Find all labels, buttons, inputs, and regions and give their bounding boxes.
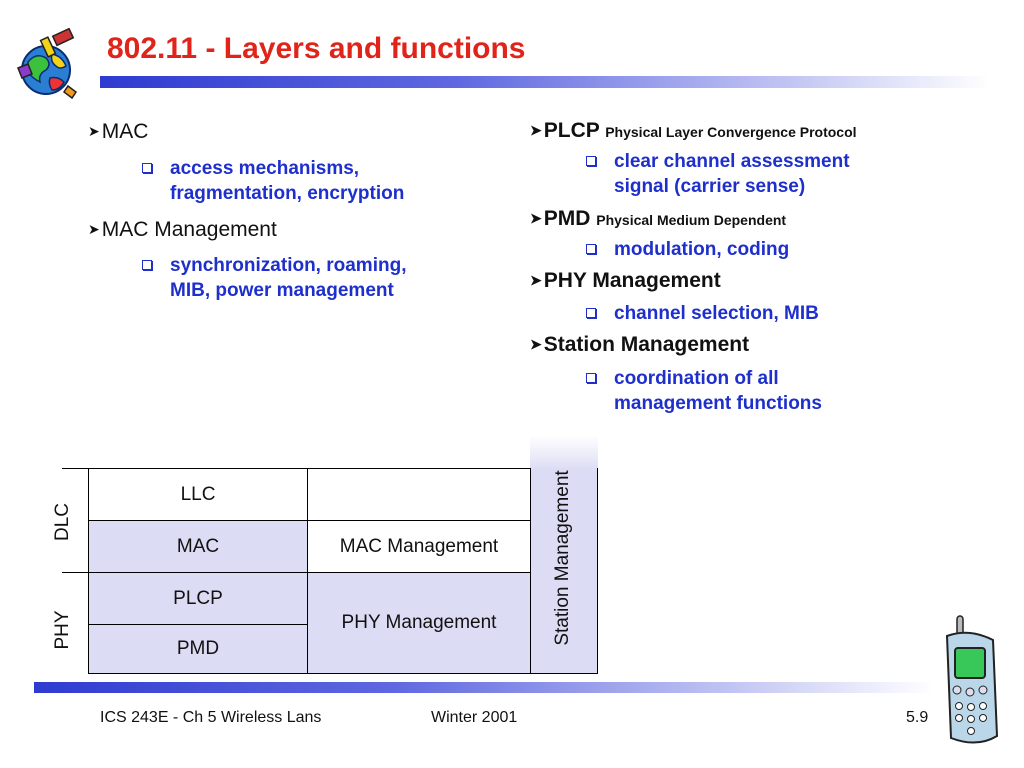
footer-page-number: 5.9 xyxy=(906,709,929,726)
footer-course: ICS 243E - Ch 5 Wireless Lans xyxy=(100,709,322,726)
llc-cell: LLC xyxy=(88,468,308,521)
phy-separator-line xyxy=(62,572,88,573)
bullet-label: PLCP xyxy=(543,119,600,142)
bullet-mac: ➤MAC xyxy=(88,120,148,144)
dlc-separator-line xyxy=(62,468,88,469)
sub-bullet-text: access mechanisms, fragmentation, encryp… xyxy=(170,158,405,204)
station-management-cell xyxy=(530,468,598,674)
bullet-plcp: ➤PLCP Physical Layer Convergence Protoco… xyxy=(530,119,857,143)
hollow-square-bullet-icon xyxy=(586,244,596,254)
bullet-station-management: ➤Station Management xyxy=(530,333,749,357)
bullet-suffix: Physical Medium Dependent xyxy=(596,212,787,228)
footer-rule xyxy=(34,682,934,693)
dlc-label: DLC xyxy=(52,503,73,542)
mac-cell: MAC xyxy=(88,520,308,573)
slide-title: 802.11 - Layers and functions xyxy=(107,32,526,65)
title-rule xyxy=(100,76,990,88)
arrowhead-bullet-icon: ➤ xyxy=(530,210,542,226)
sub-bullet-pmd: modulation, coding xyxy=(586,237,790,262)
bullet-pmd: ➤PMD Physical Medium Dependent xyxy=(530,207,786,231)
sub-bullet-station-management: coordination of all management functions xyxy=(586,366,822,416)
mobile-phone-icon xyxy=(935,614,1005,750)
arrowhead-bullet-icon: ➤ xyxy=(530,336,542,352)
arrowhead-bullet-icon: ➤ xyxy=(530,272,542,288)
empty-top-cell xyxy=(307,468,531,521)
arrowhead-bullet-icon: ➤ xyxy=(88,221,100,237)
hollow-square-bullet-icon xyxy=(142,163,152,173)
bullet-label: PHY Management xyxy=(543,269,721,292)
sub-bullet-text: channel selection, MIB xyxy=(614,303,819,324)
sub-bullet-phy-management: channel selection, MIB xyxy=(586,301,819,326)
sub-bullet-text: clear channel assessment signal (carrier… xyxy=(614,151,850,197)
sub-bullet-mac-management: synchronization, roaming, MIB, power man… xyxy=(142,253,407,303)
hollow-square-bullet-icon xyxy=(142,260,152,270)
sub-bullet-text: modulation, coding xyxy=(614,239,790,260)
arrowhead-bullet-icon: ➤ xyxy=(88,123,100,139)
sub-bullet-text: synchronization, roaming, MIB, power man… xyxy=(170,255,407,301)
sub-bullet-mac: access mechanisms, fragmentation, encryp… xyxy=(142,156,405,206)
bullet-label: Station Management xyxy=(543,333,750,356)
hollow-square-bullet-icon xyxy=(586,308,596,318)
bullet-phy-management: ➤PHY Management xyxy=(530,269,721,293)
phy-label: PHY xyxy=(52,610,73,650)
footer-term: Winter 2001 xyxy=(431,709,518,726)
arrowhead-bullet-icon: ➤ xyxy=(530,122,542,138)
plcp-cell: PLCP xyxy=(88,572,308,625)
sub-bullet-text: coordination of all management functions xyxy=(614,368,822,414)
hollow-square-bullet-icon xyxy=(586,156,596,166)
bullet-label: MAC xyxy=(101,120,149,143)
sub-bullet-plcp: clear channel assessment signal (carrier… xyxy=(586,149,850,199)
station-management-label: Station Management xyxy=(552,470,573,646)
pmd-cell: PMD xyxy=(88,624,308,674)
bullet-label: PMD xyxy=(543,207,591,230)
phy-management-cell: PHY Management xyxy=(307,572,531,674)
station-mgmt-top-fade xyxy=(530,436,598,470)
bullet-suffix: Physical Layer Convergence Protocol xyxy=(605,124,857,140)
hollow-square-bullet-icon xyxy=(586,373,596,383)
bullet-mac-management: ➤MAC Management xyxy=(88,218,277,242)
globe-satellite-logo-icon xyxy=(14,27,82,100)
bullet-label: MAC Management xyxy=(101,218,277,241)
mac-management-cell: MAC Management xyxy=(307,520,531,573)
